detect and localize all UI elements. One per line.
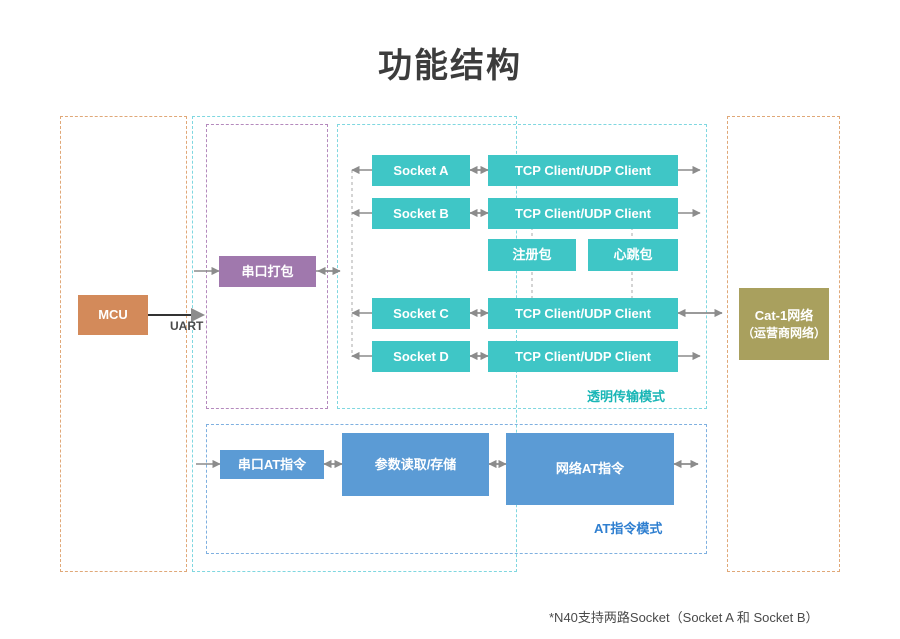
socket-a-box[interactable]: Socket A (372, 155, 470, 186)
page-title: 功能结构 (378, 47, 522, 85)
param-store-box[interactable]: 参数读取/存储 (342, 433, 489, 496)
tcp-client-b-label: TCP Client/UDP Client (514, 205, 652, 221)
tcp-client-b-box[interactable]: TCP Client/UDP Client (488, 198, 678, 229)
heartbeat-packet-label: 心跳包 (613, 247, 653, 263)
mcu-box[interactable]: MCU (78, 295, 148, 335)
tcp-client-a-label: TCP Client/UDP Client (514, 162, 652, 178)
network-at-box[interactable]: 网络AT指令 (506, 433, 674, 505)
socket-c-box[interactable]: Socket C (372, 298, 470, 329)
dashed-region-mcu (60, 116, 187, 572)
tcp-client-d-box[interactable]: TCP Client/UDP Client (488, 341, 678, 372)
transparent-mode-label: 透明传输模式 (587, 389, 666, 404)
uart-label: UART (170, 319, 204, 333)
tcp-client-a-box[interactable]: TCP Client/UDP Client (488, 155, 678, 186)
socket-d-label: Socket D (393, 348, 449, 364)
socket-c-label: Socket C (393, 305, 449, 321)
tcp-client-d-label: TCP Client/UDP Client (514, 348, 652, 364)
serial-at-box[interactable]: 串口AT指令 (220, 450, 324, 479)
dashed-region-transparent-mode (337, 124, 707, 409)
socket-b-box[interactable]: Socket B (372, 198, 470, 229)
dashed-region-at-mode (206, 424, 707, 554)
register-packet-box[interactable]: 注册包 (488, 239, 576, 271)
network-line2: （运营商网络） (741, 325, 826, 340)
socket-d-box[interactable]: Socket D (372, 341, 470, 372)
heartbeat-packet-box[interactable]: 心跳包 (588, 239, 678, 271)
dashed-region-serial-pack (206, 124, 328, 409)
network-line1: Cat-1网络 (754, 308, 814, 324)
footnote: *N40支持两路Socket（Socket A 和 Socket B） (549, 610, 819, 625)
network-at-label: 网络AT指令 (555, 461, 625, 477)
tcp-client-c-label: TCP Client/UDP Client (514, 305, 652, 321)
at-mode-label: AT指令模式 (594, 521, 663, 536)
socket-a-label: Socket A (393, 162, 449, 178)
socket-b-label: Socket B (393, 205, 449, 221)
serial-pack-box[interactable]: 串口打包 (219, 256, 316, 287)
tcp-client-c-box[interactable]: TCP Client/UDP Client (488, 298, 678, 329)
serial-pack-label: 串口打包 (241, 263, 294, 279)
register-packet-label: 注册包 (512, 247, 552, 263)
param-store-label: 参数读取/存储 (374, 456, 457, 472)
mcu-label: MCU (98, 307, 128, 323)
dashed-region-network (727, 116, 840, 572)
network-box[interactable]: Cat-1网络 （运营商网络） (739, 288, 829, 360)
serial-at-label: 串口AT指令 (237, 456, 307, 472)
